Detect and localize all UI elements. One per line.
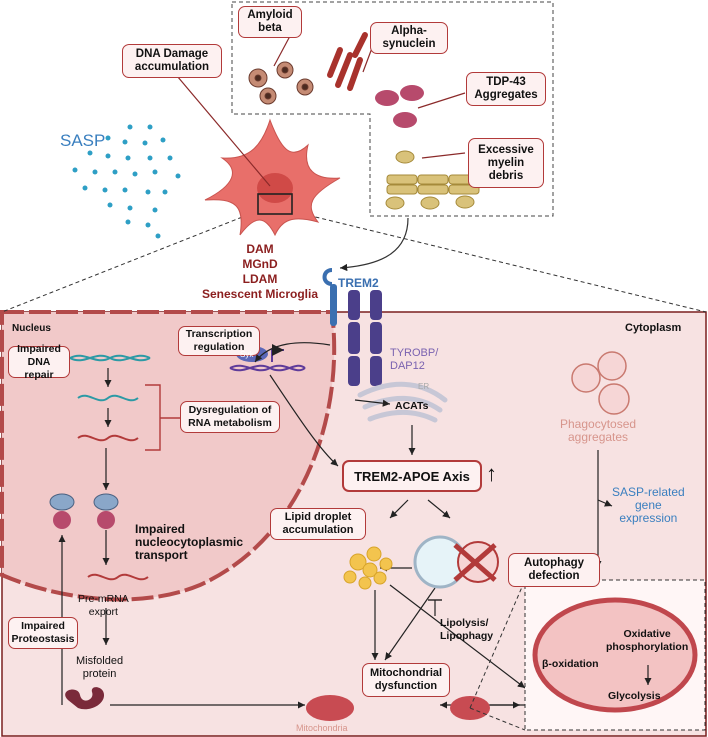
- tdp43-aggregates: [375, 85, 424, 128]
- tyrobp-dap12: [348, 290, 382, 386]
- mitochondria-label: Mitochondria: [296, 723, 348, 733]
- autophagy-label: Autophagy defection: [508, 553, 600, 587]
- lipid-droplet-label: Lipid droplet accumulation: [270, 508, 366, 540]
- amyloid-beta-label: Amyloid beta: [238, 6, 302, 38]
- dna-damage-label: DNA Damage accumulation: [122, 44, 222, 78]
- misfolded-protein-label: Misfolded protein: [76, 655, 124, 680]
- myelin-debris-label: Excessive myelin debris: [468, 138, 544, 188]
- myelin-debris: [385, 150, 480, 210]
- aggregates-panel-border: [231, 1, 554, 217]
- state-senescent: Senescent Microglia: [201, 287, 319, 301]
- impaired-proteostasis-label: Impaired Proteostasis: [8, 617, 78, 649]
- pre-mrna-export-label: Pre-mRNA export: [78, 593, 129, 618]
- nucleus-shape: [0, 310, 337, 602]
- trem2-apoe-axis-label: TREM2-APOE Axis: [342, 460, 482, 492]
- zoom-line-left: [1, 211, 256, 313]
- mito-dysfunction-label: Mitochondrial dysfunction: [362, 663, 450, 697]
- zoom-line-right: [294, 211, 707, 313]
- tyrobp-label: TYROBP/ DAP12: [390, 347, 439, 372]
- phagocytosed-label: Phagocytosed aggregates: [560, 417, 637, 444]
- state-mgnd: MGnD: [242, 257, 278, 271]
- impaired-dna-repair-label: Impaired DNA repair: [8, 343, 70, 381]
- autophagosome: [413, 535, 499, 589]
- lipolysis-label: Lipolysis/ Lipophagy: [440, 617, 494, 642]
- sasp-label: SASP: [60, 131, 106, 150]
- syk-label: Syk: [240, 350, 254, 359]
- acats-label: ACATs: [395, 400, 429, 412]
- glycolysis-label: Glycolysis: [608, 690, 661, 702]
- lipid-droplets: [343, 546, 393, 590]
- impaired-transport-label: Impaired nucleocytoplasmic transport: [135, 522, 244, 562]
- trem2-label: TREM2: [338, 276, 379, 290]
- oxphos-label: Oxidative phosphorylation: [606, 628, 689, 653]
- mitochondria-small: [306, 695, 490, 721]
- state-ldam: LDAM: [242, 272, 278, 286]
- microglia-cell: [204, 118, 341, 237]
- amyloid-plaques: [248, 61, 314, 105]
- trem2-receptor: [322, 268, 337, 326]
- pore-aggregates: [53, 511, 115, 529]
- nuclear-dna: [69, 354, 151, 581]
- beta-oxidation-label: β-oxidation: [542, 658, 599, 670]
- sasp-gene-label: SASP-related gene expression: [612, 485, 685, 525]
- alpha-synuclein-fibrils: [327, 32, 368, 91]
- transcription-regulation-label: Transcription regulation: [178, 326, 260, 356]
- nucleus-label: Nucleus: [12, 323, 51, 334]
- sasp-dots: [72, 124, 181, 239]
- misfolded-protein-shape: [65, 687, 105, 710]
- phagocytosed-aggregates: [571, 351, 630, 415]
- alpha-synuclein-label: Alpha- synuclein: [370, 22, 448, 54]
- er-shape: [357, 381, 448, 423]
- mitochondrion-large: [532, 597, 698, 713]
- rna-dysregulation-label: Dysregulation of RNA metabolism: [180, 401, 280, 433]
- up-arrow: ↑: [486, 461, 497, 486]
- nuclear-pores: [49, 493, 119, 511]
- er-label: ER: [418, 382, 430, 391]
- cytoplasm-label: Cytoplasm: [625, 322, 682, 334]
- tdp43-label: TDP-43 Aggregates: [466, 72, 546, 106]
- state-dam: DAM: [246, 242, 274, 256]
